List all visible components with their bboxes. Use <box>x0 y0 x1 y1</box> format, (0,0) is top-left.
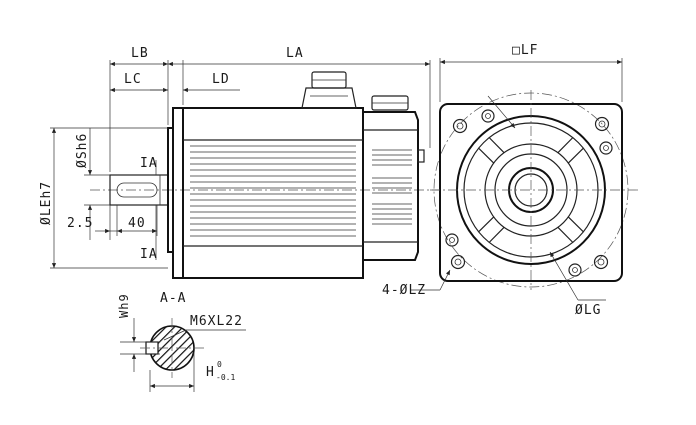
label-4-lz: 4-ØLZ <box>382 283 426 298</box>
mounting-hole <box>594 116 610 132</box>
section-a-a <box>120 318 246 392</box>
mounting-hole-inner <box>449 237 455 243</box>
mounting-hole <box>593 254 609 270</box>
label-lb: LB <box>131 46 149 61</box>
label-h-tolerance-lower: -0.1 <box>216 373 235 382</box>
spoke-edge <box>478 216 495 233</box>
label-h-tolerance-upper: 0 <box>217 360 222 369</box>
label-sh6: ØSh6 <box>75 133 90 168</box>
spoke-edge <box>567 147 584 164</box>
top-dimensions <box>109 60 431 172</box>
encoder-housing <box>363 95 425 261</box>
label-leh7: ØLEh7 <box>39 181 54 225</box>
mounting-hole-inner <box>454 258 462 266</box>
mounting-hole <box>481 109 495 123</box>
mounting-hole-inner <box>603 145 609 151</box>
mounting-flange <box>167 107 184 279</box>
label-la: LA <box>286 46 304 61</box>
spoke-edge <box>557 226 574 243</box>
power-connector <box>301 71 357 109</box>
mounting-hole <box>599 141 613 155</box>
spoke-edge <box>488 226 505 243</box>
mounting-hole-inner <box>456 122 464 130</box>
label-ia-top: IA <box>140 156 158 171</box>
side-view <box>90 71 440 279</box>
mounting-hole <box>450 254 466 270</box>
left-dimensions <box>50 127 168 269</box>
mounting-hole <box>445 233 459 247</box>
label-m6xl22: M6XL22 <box>190 314 243 329</box>
label-lf: □LF <box>512 43 538 58</box>
mounting-hole-inner <box>598 120 606 128</box>
front-dimensions <box>410 58 623 301</box>
label-lc: LC <box>124 72 142 87</box>
spoke-edge <box>478 147 495 164</box>
mounting-hole <box>452 118 468 134</box>
spoke-edge <box>488 137 505 154</box>
label-ld: LD <box>212 72 230 87</box>
mounting-hole-inner <box>597 258 605 266</box>
front-view <box>430 90 638 290</box>
spoke-edge <box>567 216 584 233</box>
label-ia-bottom: IA <box>140 247 158 262</box>
label-wh9: Wh9 <box>117 293 131 318</box>
mounting-hole-inner <box>485 113 491 119</box>
spoke-edge <box>557 137 574 154</box>
label-lg: ØLG <box>575 303 601 318</box>
label-40: 40 <box>128 216 146 231</box>
label-2-5: 2.5 <box>67 216 93 231</box>
motor-body <box>182 107 364 279</box>
mounting-hole <box>568 263 582 277</box>
label-h: H <box>206 365 215 380</box>
mounting-hole-inner <box>572 267 578 273</box>
label-a-a: A-A <box>160 291 186 306</box>
